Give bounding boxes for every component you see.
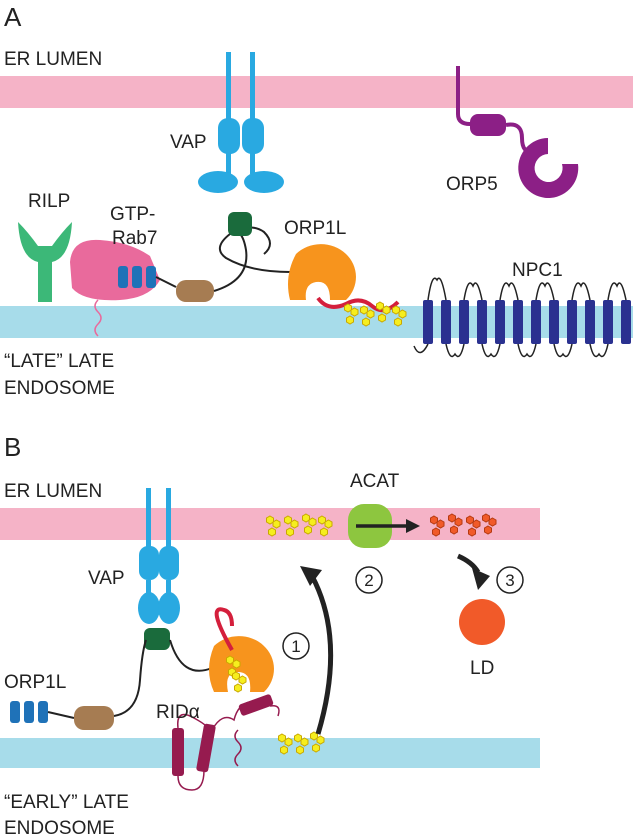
endosome-label-b-line2: ENDOSOME	[4, 818, 115, 839]
orp5-protein	[456, 66, 579, 198]
panel-a: A ER LUMEN VAP ORP5 RILP	[0, 2, 633, 399]
ld-label: LD	[470, 658, 494, 679]
vap-label-a: VAP	[170, 132, 207, 153]
npc1-protein	[413, 277, 631, 358]
step-2-marker	[355, 566, 383, 594]
npc1-label: NPC1	[512, 260, 563, 281]
endosome-membrane-b	[0, 738, 540, 768]
step-2-number: 2	[364, 571, 373, 590]
rilp-label: RILP	[28, 191, 70, 212]
step-3-marker	[496, 566, 524, 594]
endosome-label-a-line1: “LATE” LATE	[4, 351, 114, 372]
panel-b-letter: B	[4, 432, 21, 462]
rid-alpha-protein	[172, 694, 280, 791]
er-membrane-a	[0, 76, 633, 108]
orp1l-label-b: ORP1L	[4, 672, 66, 693]
rab7-protein	[70, 239, 177, 337]
panel-b: B ER LUMEN VAP ORP1	[0, 432, 540, 839]
rilp-protein	[18, 222, 72, 302]
rid-alpha-label: RIDα	[156, 702, 200, 723]
lipid-droplet	[459, 599, 505, 645]
endosome-label-a-line2: ENDOSOME	[4, 378, 115, 399]
endosome-membrane-a	[0, 306, 633, 338]
panel-a-letter: A	[4, 2, 22, 32]
step-3-number: 3	[505, 571, 514, 590]
er-lumen-label-a: ER LUMEN	[4, 49, 102, 70]
acat-label: ACAT	[350, 471, 400, 492]
acat-enzyme	[348, 504, 420, 548]
transfer-arrow-1	[300, 566, 334, 735]
endosome-label-b-line1: “EARLY” LATE	[4, 792, 129, 813]
step-1-number: 1	[291, 637, 300, 656]
vap-dimer-b	[138, 488, 180, 650]
step-1-marker	[282, 632, 310, 660]
er-lumen-label-b: ER LUMEN	[4, 481, 102, 502]
vap-dimer-a	[198, 52, 284, 193]
orp5-label: ORP5	[446, 174, 498, 195]
transfer-arrow-3	[456, 553, 490, 590]
orp1l-label-a: ORP1L	[284, 218, 346, 239]
orp1l-protein-b	[10, 607, 274, 730]
gtp-rab7-label-line2: Rab7	[112, 228, 157, 249]
gtp-rab7-label-line1: GTP-	[110, 204, 155, 225]
vap-label-b: VAP	[88, 568, 125, 589]
